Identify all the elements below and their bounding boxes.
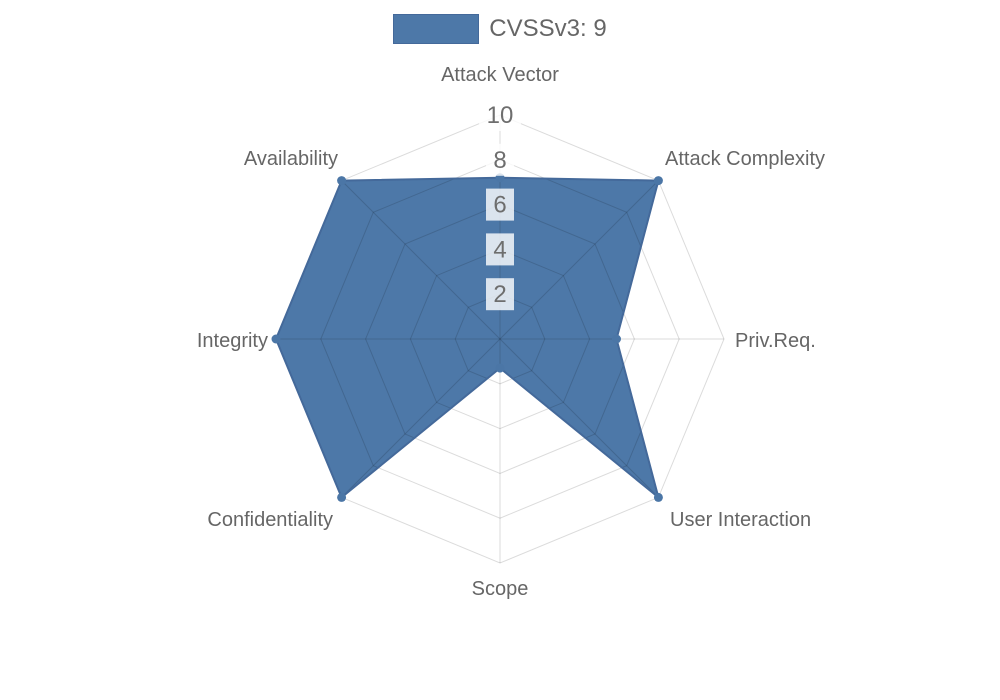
- tick-backdrop-8: [486, 143, 514, 176]
- angle-line-7: [341, 180, 501, 340]
- axis-label-scope: Scope: [472, 578, 529, 600]
- tick-backdrop-10: [479, 99, 521, 131]
- vertex-dot-2: [612, 334, 621, 344]
- legend-label: CVSSv3: 9: [489, 15, 607, 42]
- tick-label-4: 4: [493, 236, 506, 263]
- tick-backdrop-4: [486, 233, 514, 266]
- legend-item-cvssv3[interactable]: CVSSv3: 9: [393, 14, 607, 44]
- axis-label-priv-req: Priv.Req.: [735, 330, 816, 352]
- angle-line-3: [499, 338, 659, 498]
- axis-label-confidentiality: Confidentiality: [207, 509, 333, 531]
- tick-label-6: 6: [493, 192, 506, 219]
- angle-line-5: [341, 338, 501, 498]
- grid-ring-2: [454, 293, 546, 385]
- radar-series-fill: [276, 177, 659, 498]
- axis-label-integrity: Integrity: [197, 330, 268, 352]
- legend-swatch: [393, 14, 480, 44]
- vertex-dot-4: [495, 363, 505, 373]
- angle-line-1: [499, 180, 659, 340]
- vertex-dot-5: [337, 492, 347, 502]
- vertex-dot-1: [653, 176, 663, 186]
- vertex-dot-6: [271, 334, 281, 344]
- tick-label-8: 8: [493, 147, 506, 174]
- axis-label-attack-complexity: Attack Complexity: [665, 148, 825, 170]
- tick-backdrop-2: [486, 278, 514, 311]
- grid-ring-6: [365, 204, 635, 474]
- chart-legend: CVSSv3: 9: [0, 14, 1000, 44]
- tick-backdrop-6: [486, 188, 514, 221]
- vertex-dot-7: [337, 176, 347, 186]
- vertex-dot-3: [653, 492, 663, 502]
- tick-label-10: 10: [487, 102, 514, 129]
- grid-ring-8: [320, 159, 680, 519]
- grid-ring-4: [409, 248, 591, 430]
- tick-label-2: 2: [493, 281, 506, 308]
- axis-label-availability: Availability: [244, 148, 338, 170]
- axis-label-user-interaction: User Interaction: [670, 509, 811, 531]
- axis-label-attack-vector: Attack Vector: [441, 64, 559, 86]
